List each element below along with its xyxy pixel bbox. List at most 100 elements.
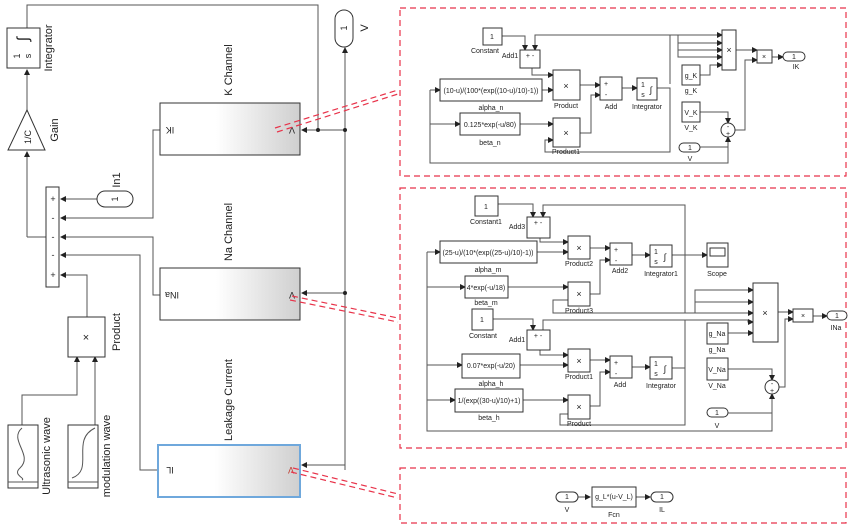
multiply-icon: × bbox=[801, 313, 805, 320]
il-outport[interactable]: 1 bbox=[650, 491, 674, 503]
block-label: alpha_n bbox=[479, 105, 504, 112]
gain-block[interactable]: 1/C bbox=[7, 108, 46, 151]
k-diff-sum-block[interactable]: -+ bbox=[720, 122, 736, 138]
alpha-h-block[interactable]: 0.07*exp(-u/20) bbox=[461, 353, 521, 379]
den: s bbox=[654, 371, 658, 378]
k-final-product-block[interactable]: × bbox=[756, 49, 773, 64]
na-integrator-block[interactable]: 1s∫ bbox=[649, 356, 673, 380]
k-constant-block[interactable]: 1 bbox=[482, 27, 503, 46]
k-channel-subsystem[interactable]: IK V bbox=[159, 102, 301, 156]
k-channel-label: K Channel bbox=[223, 44, 235, 95]
na-constant1-block[interactable]: 1 bbox=[474, 195, 499, 217]
ik-outport[interactable]: 1 bbox=[782, 51, 806, 62]
integrator-label: Integrator bbox=[43, 24, 55, 71]
na-panel: 1 Constant1 + - Add3 (25-u)/(10*(exp((25… bbox=[426, 195, 848, 432]
alpha-m-block[interactable]: (25-u)/(10*(exp((25-u)/10)-1)) bbox=[439, 240, 538, 264]
k-v-inport[interactable]: 1 bbox=[678, 142, 701, 153]
in1-port[interactable]: 1 bbox=[96, 190, 134, 208]
block-label: V_Na bbox=[708, 383, 726, 390]
k-add-block[interactable]: +- bbox=[599, 76, 623, 101]
k-gating-product-block[interactable]: × bbox=[721, 29, 737, 71]
na-diff-sum-block[interactable]: -+ bbox=[764, 379, 780, 395]
scope-icon bbox=[709, 247, 726, 257]
na-add3-block[interactable]: + - bbox=[526, 216, 551, 239]
k-product1-block[interactable]: × bbox=[552, 117, 581, 148]
na-v-inport[interactable]: 1 bbox=[706, 407, 729, 418]
na-add1-block[interactable]: + - bbox=[526, 329, 551, 351]
na-in-port-label: V bbox=[289, 290, 295, 300]
product-label: Product bbox=[111, 313, 123, 351]
k-integrator-block[interactable]: 1s∫ bbox=[636, 77, 658, 101]
block-label: Constant bbox=[469, 333, 497, 340]
v-outport[interactable]: 1 bbox=[334, 9, 354, 48]
block-label: V_K bbox=[684, 125, 698, 132]
ultrasonic-wave-block[interactable] bbox=[7, 424, 39, 489]
v-k-block[interactable]: V_K bbox=[681, 101, 701, 123]
na-add-block[interactable]: +- bbox=[609, 355, 633, 379]
ultrasonic-wave-label: Ultrasonic wave bbox=[41, 417, 53, 495]
na-product-block[interactable]: × bbox=[567, 394, 591, 420]
na-add2-block[interactable]: +- bbox=[609, 242, 633, 266]
block-label: Product bbox=[567, 421, 591, 428]
port-num: 1 bbox=[715, 410, 719, 417]
integrator-block[interactable]: 1 s ∫ bbox=[6, 27, 41, 69]
port-num: 1 bbox=[688, 145, 692, 152]
na-constant-block[interactable]: 1 bbox=[471, 308, 494, 331]
leak-v-inport[interactable]: 1 bbox=[555, 491, 579, 503]
g-na-block[interactable]: g_Na bbox=[706, 322, 729, 345]
na-final-product-block[interactable]: × bbox=[792, 308, 814, 323]
sum-sign: - bbox=[52, 232, 55, 242]
block-label: Constant1 bbox=[470, 219, 502, 226]
na-channel-label: Na Channel bbox=[223, 203, 235, 261]
multiply-icon: × bbox=[726, 45, 731, 55]
na-channel-subsystem[interactable]: INa V bbox=[159, 267, 301, 321]
beta-m-block[interactable]: 4*exp(-u/18) bbox=[464, 275, 509, 299]
ina-outport[interactable]: 1 bbox=[826, 310, 848, 321]
sign: - bbox=[605, 92, 608, 99]
na-gating-product-block[interactable]: × bbox=[752, 282, 779, 343]
block-label: Add3 bbox=[509, 224, 525, 231]
block-label: Integrator bbox=[646, 383, 677, 390]
alpha-n-block[interactable]: (10-u)/(100*(exp((10-u)/10)-1)) bbox=[439, 78, 543, 102]
beta-n-block[interactable]: 0.125*exp(-u/80) bbox=[459, 112, 521, 136]
v-out-label: V bbox=[359, 24, 371, 32]
product-block[interactable]: × bbox=[67, 316, 106, 358]
g-k-block[interactable]: g_K bbox=[681, 64, 701, 86]
block-expr: 1/(exp((30-u)/10)+1) bbox=[458, 398, 521, 405]
sine-wave-icon bbox=[17, 427, 25, 481]
block-label: beta_n bbox=[479, 140, 501, 147]
sum-block[interactable]: + - - - + bbox=[45, 186, 60, 288]
multiply-icon: × bbox=[576, 356, 581, 366]
block-label: g_K bbox=[685, 88, 698, 95]
block-value: g_Na bbox=[709, 331, 726, 338]
block-expr: 0.125*exp(-u/80) bbox=[464, 122, 516, 129]
na-product1-block[interactable]: × bbox=[567, 348, 591, 373]
k-add1-block[interactable]: + - bbox=[519, 49, 541, 69]
multiply-icon: × bbox=[576, 402, 581, 412]
integral-icon: ∫ bbox=[663, 364, 668, 374]
block-expr: (10-u)/(100*(exp((10-u)/10)-1)) bbox=[444, 88, 539, 95]
v-na-block[interactable]: V_Na bbox=[706, 357, 729, 381]
integral-icon: ∫ bbox=[15, 35, 32, 42]
k-product-block[interactable]: × bbox=[552, 69, 581, 101]
multiply-icon: × bbox=[762, 308, 767, 318]
leakage-current-subsystem[interactable]: IL V bbox=[157, 444, 301, 498]
block-label: alpha_h bbox=[479, 381, 504, 388]
scope-block[interactable] bbox=[706, 242, 729, 268]
leak-out-port-label: IL bbox=[166, 465, 174, 475]
fcn-block[interactable]: g_L*(u-V_L) bbox=[591, 486, 637, 508]
sign: + bbox=[726, 131, 730, 138]
integrator-den: s bbox=[23, 53, 33, 58]
k-channel-detail-frame bbox=[399, 7, 847, 177]
na-integrator1-block[interactable]: 1s∫ bbox=[649, 244, 673, 268]
na-product2-block[interactable]: × bbox=[567, 235, 591, 260]
block-signs: + - bbox=[526, 53, 535, 60]
modulation-wave-block[interactable] bbox=[67, 424, 99, 489]
integral-icon: ∫ bbox=[663, 252, 668, 262]
na-product3-block[interactable]: × bbox=[567, 281, 591, 307]
k-in-port-label: V bbox=[289, 125, 295, 135]
beta-h-block[interactable]: 1/(exp((30-u)/10)+1) bbox=[454, 388, 524, 413]
block-expr: 0.07*exp(-u/20) bbox=[467, 363, 515, 370]
block-value: g_K bbox=[685, 73, 698, 80]
leak-in-port-label: V bbox=[288, 465, 294, 475]
